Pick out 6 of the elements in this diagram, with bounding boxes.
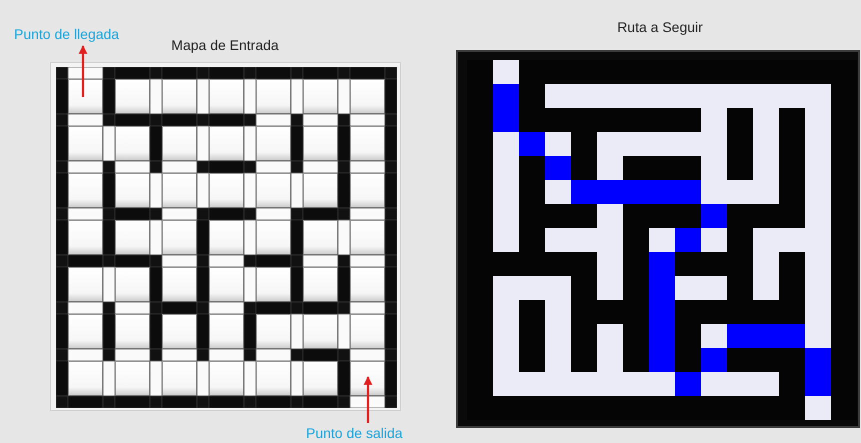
panel-title: Ruta a Seguir (616, 20, 704, 34)
panel-title: Mapa de Entrada (170, 38, 280, 52)
arrow (364, 376, 372, 423)
callout-text: Punto de llegada (14, 27, 120, 41)
callout-text: Punto de salida (306, 426, 403, 440)
arrow (78, 45, 88, 97)
